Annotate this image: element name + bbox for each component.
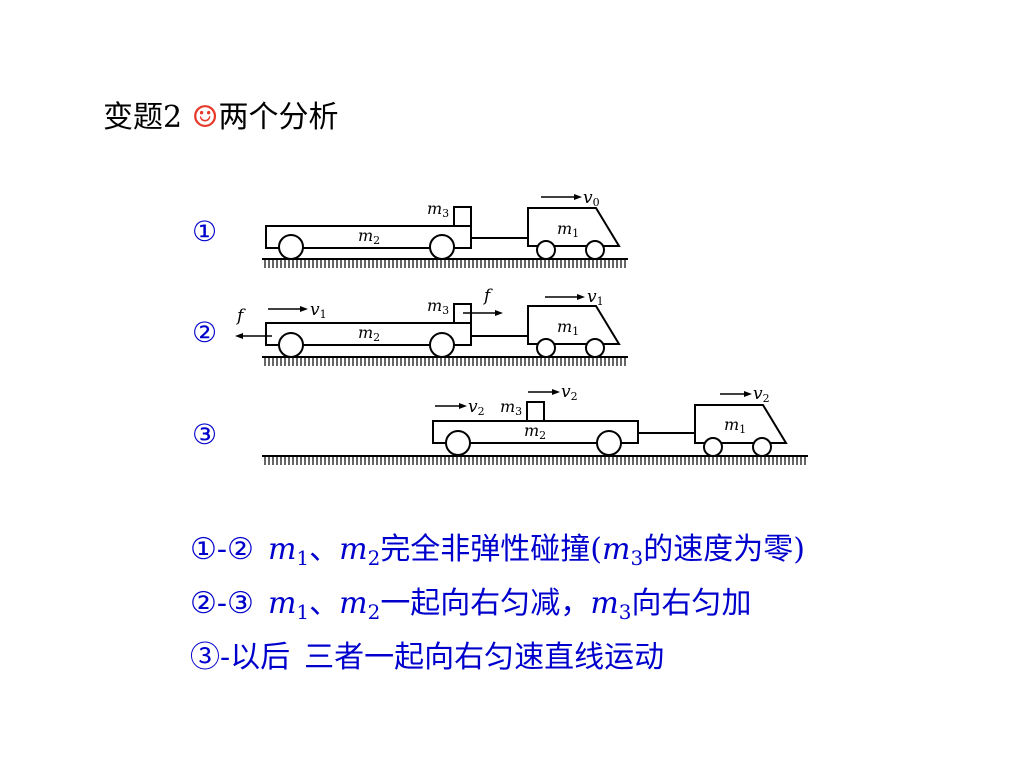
label-m1: m1 xyxy=(557,317,579,338)
note-sep: 、 xyxy=(309,586,340,621)
label-v2-cart: v2 xyxy=(468,397,485,418)
step-label-1: ① xyxy=(192,215,218,248)
label-m3: m3 xyxy=(500,397,522,418)
block-m3-stage3 xyxy=(526,401,545,422)
wheel xyxy=(429,332,455,358)
slide-title: 变题2 ☺两个分析 xyxy=(103,92,339,136)
math-m3: m3 xyxy=(602,532,644,570)
wheel xyxy=(752,437,772,457)
title-prefix: 变题2 xyxy=(103,100,183,135)
label-v2-car: v2 xyxy=(753,384,770,405)
note-text: 的速度为零) xyxy=(643,532,805,567)
label-m2: m2 xyxy=(358,226,380,247)
wheel xyxy=(278,234,304,260)
note-text: 完全非弹性碰撞( xyxy=(380,532,603,567)
smiley-icon: ☺ xyxy=(191,100,219,135)
label-v1-cart: v1 xyxy=(310,300,327,321)
car-m1-stage2 xyxy=(527,305,621,345)
ground-2 xyxy=(262,357,628,366)
label-f-right: f xyxy=(482,286,493,306)
math-m1: m1 xyxy=(267,532,310,570)
wheel xyxy=(536,240,556,260)
math-m1: m1 xyxy=(267,586,310,624)
stage-1-diagram: v0 m3 m2 m1 xyxy=(262,188,628,268)
wheel xyxy=(536,338,556,358)
note-line-2: ②-③ m1、m2一起向右匀减，m3向右匀加 xyxy=(190,579,805,633)
wheel xyxy=(585,240,605,260)
label-m3: m3 xyxy=(427,199,449,220)
note-text: 三者一起向右匀速直线运动 xyxy=(304,640,665,675)
block-m3-stage1 xyxy=(453,206,472,227)
wheel xyxy=(596,430,622,456)
ground-3 xyxy=(262,456,808,465)
label-m1: m1 xyxy=(557,219,579,240)
label-f-left: f xyxy=(235,306,246,326)
note-text: 一起向右匀减， xyxy=(380,586,591,621)
math-m2: m2 xyxy=(339,586,381,624)
note-sep: 、 xyxy=(309,532,340,567)
note-stage: ③-以后 xyxy=(190,640,291,675)
note-stage: ①-② xyxy=(190,532,254,567)
label-v0: v0 xyxy=(583,188,600,209)
note-line-3: ③-以后三者一起向右匀速直线运动 xyxy=(190,633,805,687)
label-m2: m2 xyxy=(524,421,546,442)
wheel xyxy=(445,430,471,456)
math-m2: m2 xyxy=(339,532,381,570)
stage-3-diagram: v2 v2 v2 m3 m2 m1 xyxy=(262,382,808,465)
wheel xyxy=(703,437,723,457)
label-v2-block: v2 xyxy=(561,382,578,403)
label-m1: m1 xyxy=(724,415,746,436)
note-line-1: ①-② m1、m2完全非弹性碰撞(m3的速度为零) xyxy=(190,525,805,579)
note-stage: ②-③ xyxy=(190,586,254,621)
collision-diagram: v0 m3 m2 m1 xyxy=(235,188,808,465)
car-m1-stage3 xyxy=(694,404,788,444)
wheel xyxy=(429,234,455,260)
label-v1-car: v1 xyxy=(587,287,604,308)
wheel xyxy=(585,338,605,358)
stage-2-diagram: f f v1 v1 m3 m2 m1 xyxy=(235,286,628,366)
label-m2: m2 xyxy=(358,323,380,344)
car-m1-stage1 xyxy=(527,207,621,247)
cart-m2-stage2 xyxy=(265,322,472,346)
ground-1 xyxy=(262,259,628,268)
wheel xyxy=(278,332,304,358)
label-m3: m3 xyxy=(427,296,449,317)
step-label-3: ③ xyxy=(192,418,218,451)
note-text: 向右匀加 xyxy=(631,586,752,621)
step-label-2: ② xyxy=(192,316,218,349)
title-text: 两个分析 xyxy=(218,100,339,135)
math-m3: m3 xyxy=(590,586,632,624)
